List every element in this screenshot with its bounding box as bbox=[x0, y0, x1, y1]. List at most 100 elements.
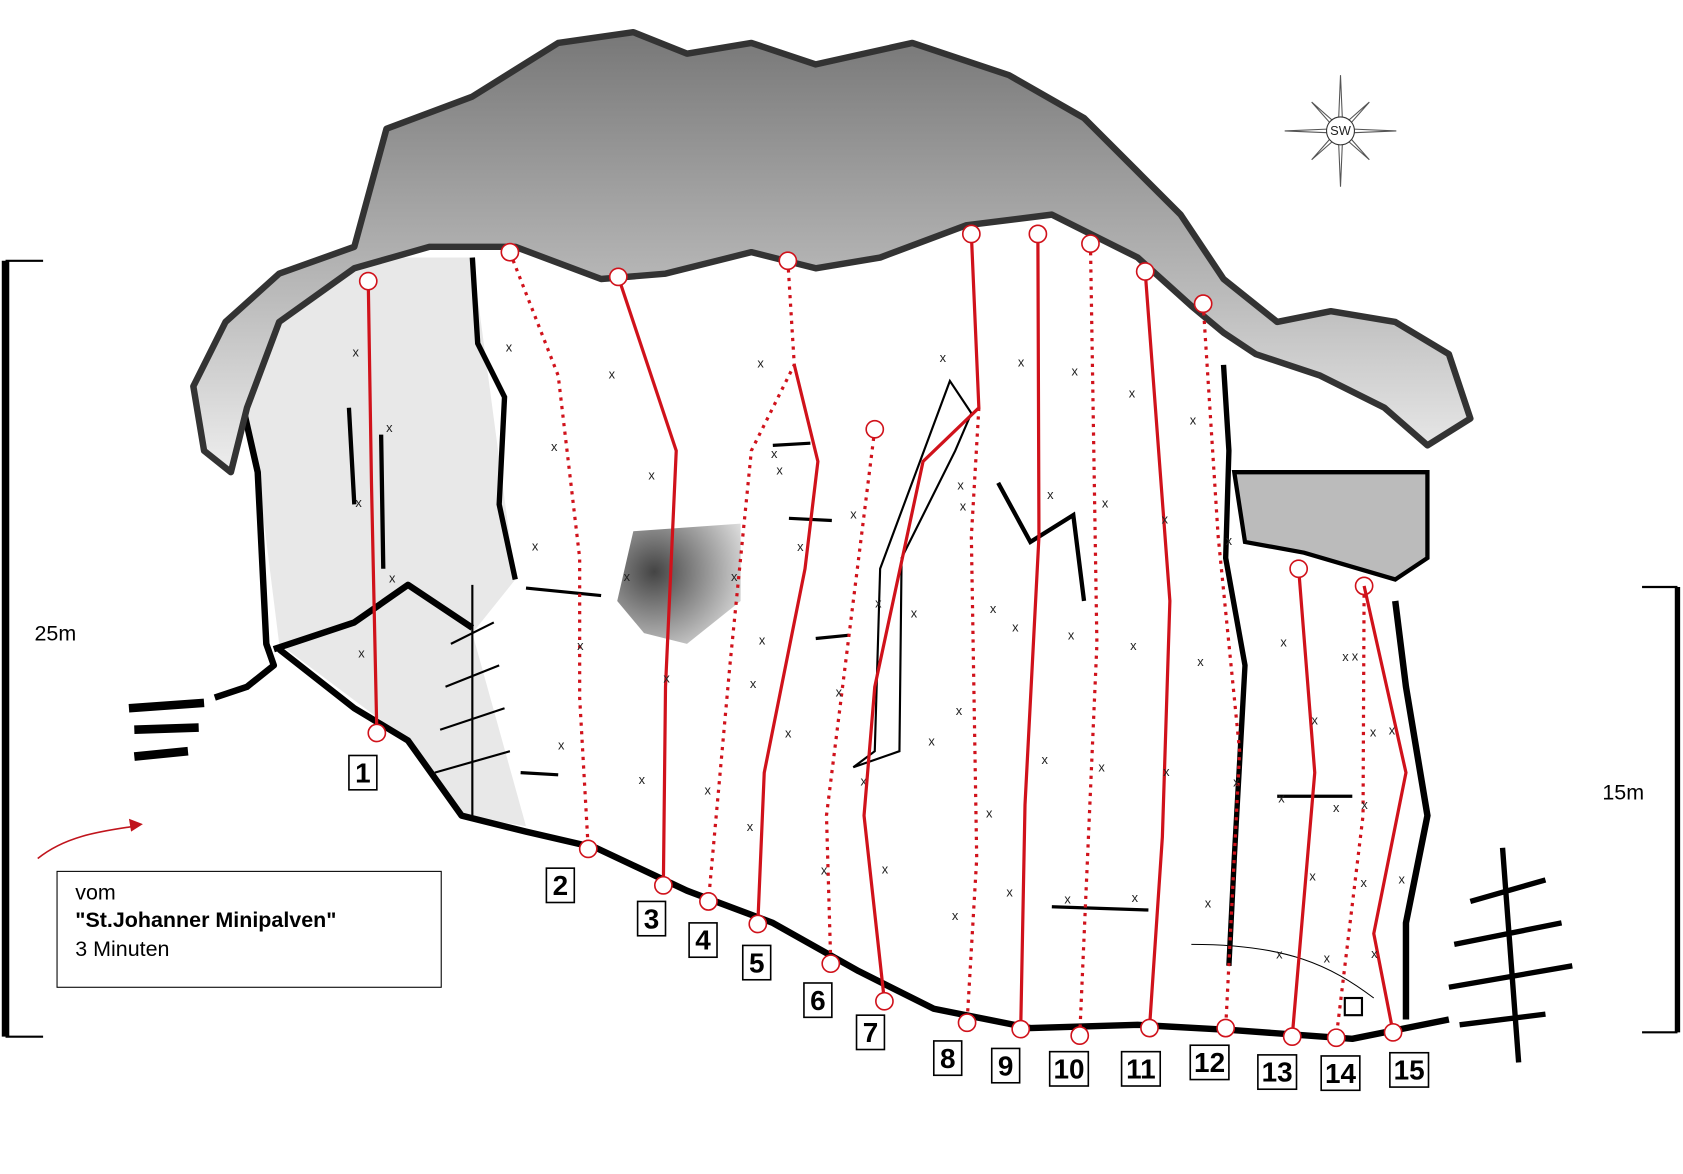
bolt-marker: x bbox=[1041, 752, 1048, 767]
bolt-marker: x bbox=[663, 671, 670, 686]
route-number: 13 bbox=[1262, 1057, 1293, 1088]
bolt-marker: x bbox=[1342, 649, 1349, 664]
bolt-marker: x bbox=[836, 684, 843, 699]
route-line bbox=[824, 429, 877, 964]
approach-line-1: vom bbox=[75, 880, 116, 904]
scale-right-label: 15m bbox=[1602, 780, 1644, 804]
route-number: 9 bbox=[998, 1050, 1014, 1081]
bolt-marker: x bbox=[389, 570, 396, 585]
bolt-marker: x bbox=[609, 366, 616, 381]
bolt-marker: x bbox=[353, 344, 360, 359]
route-line bbox=[862, 233, 981, 1002]
bolt-marker: x bbox=[1280, 635, 1287, 650]
routes: xxxxx1xxxxx2xxxxx3xxxxx4xxxxx5xxxxx6xxxx… bbox=[348, 224, 1430, 1092]
bolt-marker: x bbox=[1371, 946, 1378, 961]
bolt-marker: x bbox=[1190, 412, 1197, 427]
approach-info-box: vom "St.Johanner Minipalven" 3 Minuten bbox=[56, 870, 442, 988]
route-label-box bbox=[932, 1040, 963, 1077]
route-number: 11 bbox=[1126, 1053, 1155, 1084]
route-label-box bbox=[636, 900, 667, 937]
route-line bbox=[1290, 568, 1317, 1037]
route-number: 5 bbox=[749, 947, 765, 978]
route-label-box bbox=[688, 922, 718, 959]
route-number: 12 bbox=[1194, 1047, 1225, 1078]
bolt-marker: x bbox=[1130, 638, 1137, 653]
route-line bbox=[1078, 243, 1099, 1036]
bolt-marker: x bbox=[750, 676, 757, 691]
anchor-top-icon bbox=[500, 242, 520, 262]
route-line bbox=[965, 407, 981, 1023]
route-start-icon bbox=[821, 954, 841, 974]
bolt-marker: x bbox=[1324, 950, 1331, 965]
bolt-marker: x bbox=[1068, 628, 1075, 643]
bolt-marker: x bbox=[911, 606, 918, 621]
bolt-marker: x bbox=[1129, 386, 1136, 401]
route-number: 14 bbox=[1325, 1058, 1357, 1089]
route-label-box bbox=[1257, 1054, 1298, 1091]
bolt-marker: x bbox=[821, 863, 828, 878]
bolt-marker: x bbox=[747, 819, 754, 834]
route-number: 8 bbox=[940, 1043, 956, 1074]
route-start-icon bbox=[1383, 1022, 1403, 1042]
route-start-icon bbox=[578, 839, 598, 859]
roof-overhang bbox=[190, 28, 1474, 476]
route-start-icon bbox=[1070, 1026, 1090, 1045]
route-start-icon bbox=[748, 914, 768, 934]
bolt-marker: x bbox=[1132, 890, 1139, 905]
route-start-icon bbox=[1282, 1027, 1302, 1047]
bolt-marker: x bbox=[1006, 885, 1013, 900]
bolt-marker: x bbox=[1163, 764, 1170, 779]
anchor-top-icon bbox=[961, 224, 981, 244]
approach-crag-name: "St.Johanner Minipalven" bbox=[75, 908, 336, 932]
bolt-marker: x bbox=[882, 861, 889, 876]
anchor-top-icon bbox=[1289, 559, 1309, 579]
bolt-marker: x bbox=[990, 601, 997, 616]
route-label-box bbox=[1120, 1050, 1162, 1087]
bolt-marker: x bbox=[1233, 775, 1240, 790]
route-start-icon bbox=[699, 892, 718, 911]
bolt-marker: x bbox=[558, 737, 565, 752]
route-line bbox=[366, 281, 379, 733]
bolt-marker: x bbox=[551, 439, 558, 454]
bolt-marker: x bbox=[577, 638, 584, 653]
bolt-marker: x bbox=[1064, 892, 1071, 907]
bolt-marker: x bbox=[355, 495, 362, 510]
compass-icon: SW bbox=[1284, 75, 1397, 187]
route-label-box bbox=[855, 1014, 886, 1051]
scale-bar-left: 25m bbox=[1, 259, 76, 1038]
route-label-box bbox=[1048, 1050, 1090, 1087]
bolt-marker: x bbox=[1361, 797, 1368, 812]
bolt-marker: x bbox=[532, 539, 539, 554]
route-line bbox=[616, 276, 678, 886]
route-start-icon bbox=[653, 875, 673, 895]
bolt-marker: x bbox=[386, 420, 393, 435]
route-label-box bbox=[348, 754, 378, 791]
route-line bbox=[1362, 585, 1408, 1033]
bolt-marker: x bbox=[952, 908, 959, 923]
bolt-marker: x bbox=[850, 506, 857, 521]
route-label-box bbox=[1320, 1055, 1361, 1092]
bolt-marker: x bbox=[771, 446, 778, 461]
bolt-marker: x bbox=[797, 539, 804, 554]
bolt-marker: x bbox=[940, 350, 947, 365]
route-line bbox=[1334, 585, 1366, 1038]
approach-time: 3 Minuten bbox=[75, 937, 169, 961]
route-number: 1 bbox=[355, 757, 371, 788]
approach-arrow bbox=[37, 818, 143, 860]
